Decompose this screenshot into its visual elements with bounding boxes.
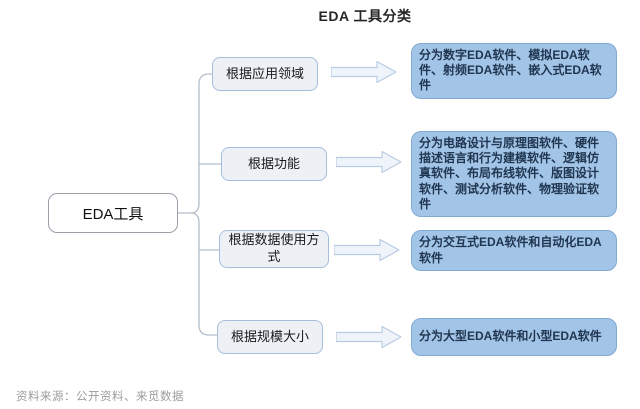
right-arrow-icon: [336, 150, 402, 174]
right-arrow-icon: [331, 60, 397, 84]
category-label: 根据规模大小: [230, 328, 309, 344]
result-text: 分为电路设计与原理图软件、硬件描述语言和行为建模软件、逻辑仿真软件、布局布线软件…: [419, 136, 600, 211]
result-box-data-usage: 分为交互式EDA软件和自动化EDA软件: [411, 230, 617, 271]
category-node-scale: 根据规模大小: [217, 320, 323, 354]
result-box-function: 分为电路设计与原理图软件、硬件描述语言和行为建模软件、逻辑仿真软件、布局布线软件…: [411, 131, 617, 218]
result-box-scale: 分为大型EDA软件和小型EDA软件: [411, 318, 617, 356]
result-text: 分为交互式EDA软件和自动化EDA软件: [419, 235, 602, 265]
source-note: 资料来源：公开资料、来觅数据: [16, 391, 184, 403]
root-node-label: EDA工具: [82, 205, 144, 223]
category-node-function: 根据功能: [221, 147, 327, 181]
root-node: EDA工具: [48, 193, 178, 233]
category-node-application-field: 根据应用领域: [212, 57, 318, 91]
result-text: 分为大型EDA软件和小型EDA软件: [419, 329, 602, 344]
category-node-data-usage: 根据数据使用方式: [219, 230, 329, 268]
category-label: 根据功能: [247, 155, 300, 171]
diagram-title: EDA 工具分类: [318, 8, 412, 24]
result-box-application-field: 分为数字EDA软件、模拟EDA软件、射频EDA软件、嵌入式EDA软件: [411, 43, 617, 99]
right-arrow-icon: [336, 325, 402, 349]
category-label: 根据数据使用方式: [228, 232, 320, 264]
result-text: 分为数字EDA软件、模拟EDA软件、射频EDA软件、嵌入式EDA软件: [419, 48, 602, 93]
right-arrow-icon: [334, 238, 400, 262]
category-label: 根据应用领域: [225, 65, 304, 81]
